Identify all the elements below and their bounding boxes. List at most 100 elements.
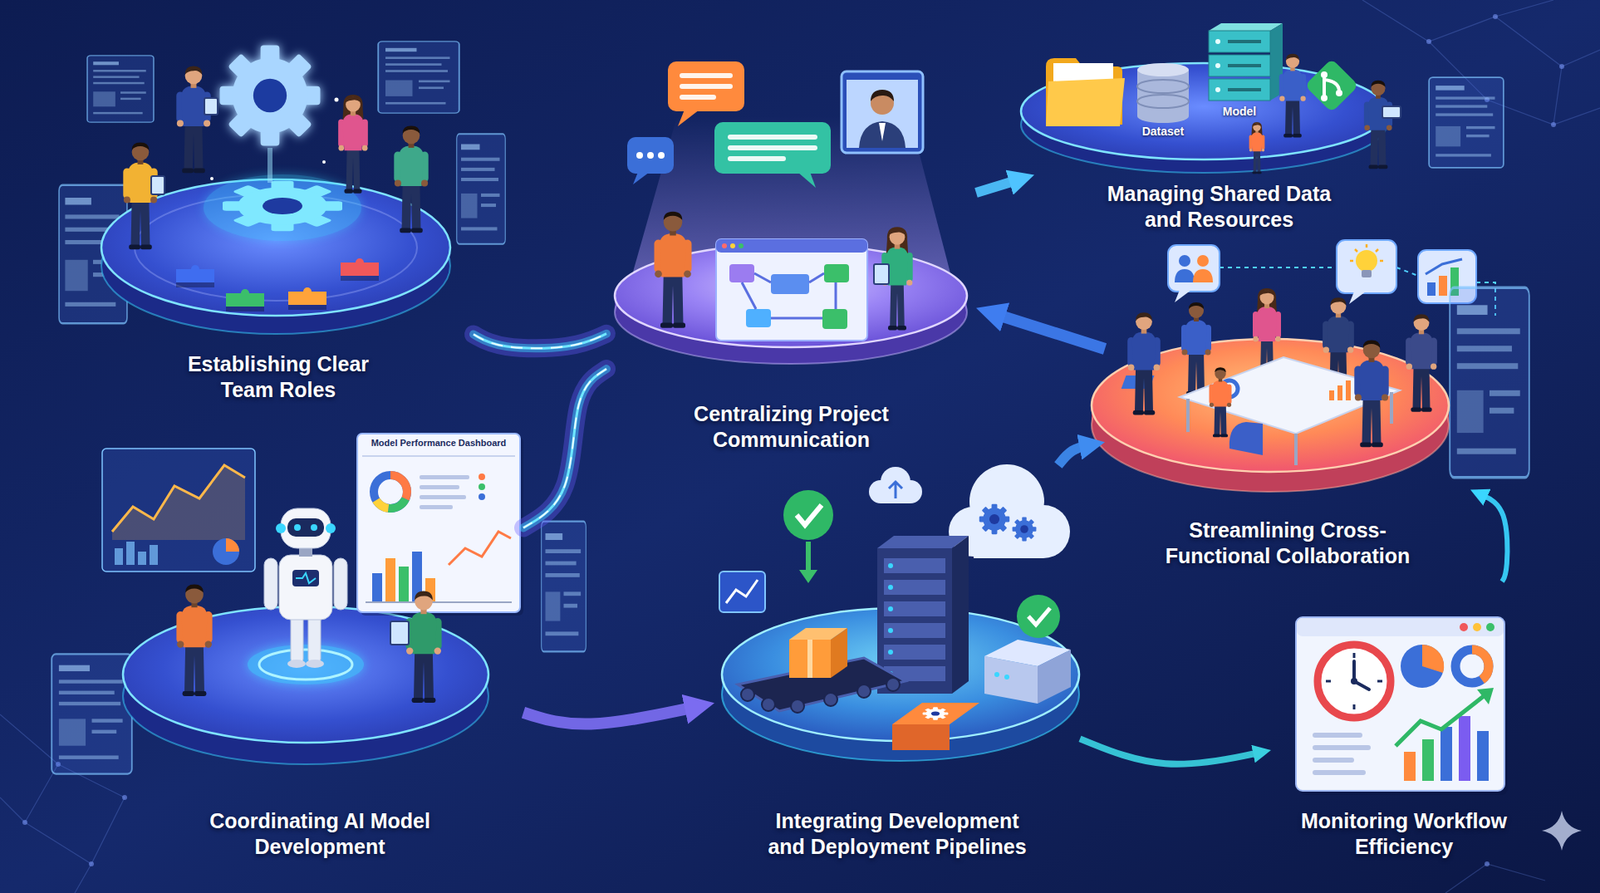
collaboration-illustration <box>1127 312 1161 415</box>
collaboration-illustration <box>1396 267 1419 276</box>
platform-node: Establishing Clear Team Roles <box>83 33 474 408</box>
pipelines-illustration <box>984 656 1038 704</box>
communication-illustration <box>636 152 665 159</box>
ai-illustration <box>373 475 408 509</box>
background <box>1559 63 1565 69</box>
ai-illustration <box>112 465 246 540</box>
monitoring-illustration <box>1395 696 1484 747</box>
collaboration-illustration <box>1349 291 1366 305</box>
ai-illustration <box>405 591 442 703</box>
communication-illustration <box>809 273 825 283</box>
collaboration-illustration <box>1294 433 1298 466</box>
collaboration-illustration <box>1354 339 1389 447</box>
monitoring-illustration <box>1458 716 1471 781</box>
communication-illustration <box>738 243 744 249</box>
ai-illustration <box>225 538 240 552</box>
communication-illustration <box>721 243 727 249</box>
ai-illustration <box>287 518 324 537</box>
background <box>1492 14 1498 20</box>
ai-illustration <box>448 531 511 565</box>
pipelines-illustration <box>883 644 946 660</box>
ai-illustration <box>247 644 364 685</box>
data-illustration <box>1045 78 1125 127</box>
roles-illustration <box>151 176 165 195</box>
monitoring-illustration <box>1459 623 1468 632</box>
ai-illustration <box>212 538 240 565</box>
background <box>1362 0 1600 67</box>
ai-illustration <box>373 475 408 509</box>
ai-illustration <box>112 465 246 532</box>
pipelines-illustration <box>1004 674 1010 680</box>
monitoring-illustration <box>1541 810 1582 851</box>
platform-node: Monitoring Workflow Efficiency <box>1271 581 1537 864</box>
ai-illustration <box>308 614 321 663</box>
data-illustration <box>1137 79 1189 94</box>
communication-illustration <box>841 71 923 153</box>
ai-illustration <box>292 569 320 587</box>
monitoring-illustration <box>1403 751 1416 781</box>
communication-illustration <box>657 152 665 159</box>
pipelines-illustration <box>789 639 831 678</box>
platform-label: Centralizing Project Communication <box>683 401 900 452</box>
communication-illustration <box>741 282 756 310</box>
monitoring-illustration <box>1486 623 1495 632</box>
data-illustration <box>1304 58 1359 113</box>
ai-illustration <box>287 659 306 668</box>
roles-illustration <box>222 181 343 231</box>
collaboration-illustration <box>1345 380 1351 401</box>
collaboration-illustration <box>1354 249 1358 252</box>
communication-illustration <box>870 89 894 102</box>
pipelines-illustration <box>830 628 848 678</box>
ai-illustration <box>114 541 158 565</box>
edge-glow <box>473 333 607 349</box>
data-illustration <box>1215 39 1221 45</box>
ai-illustration <box>478 493 486 501</box>
flow-arrow <box>1079 738 1261 764</box>
roles-illustration <box>393 125 428 233</box>
roles-illustration <box>225 289 265 312</box>
pipelines-illustration <box>796 505 822 526</box>
monitoring-illustration <box>1477 731 1489 781</box>
pipelines-illustration <box>883 558 946 682</box>
flow-arrow <box>976 179 1020 193</box>
communication-illustration <box>614 61 967 364</box>
collaboration-illustration <box>1186 398 1190 432</box>
edge-layer <box>473 179 1507 765</box>
data-illustration <box>1227 88 1262 92</box>
data-illustration <box>1208 23 1283 31</box>
roles-illustration <box>58 41 506 334</box>
platform-label: Integrating Development and Deployment P… <box>764 808 1031 859</box>
platform-label: Coordinating AI Model Development <box>199 808 441 859</box>
roles-illustration <box>176 265 215 288</box>
ai-illustration <box>373 475 408 509</box>
ai-illustration <box>51 653 133 774</box>
collaboration-illustration <box>1361 269 1372 278</box>
model-label: Model <box>1222 104 1257 118</box>
ai-illustration <box>305 659 324 668</box>
ai-illustration <box>419 485 460 490</box>
edge-glow <box>473 333 607 349</box>
collaboration-illustration <box>1349 260 1354 263</box>
pipelines-illustration <box>888 649 894 655</box>
platform-label: Streamlining Cross-Functional Collaborat… <box>1158 517 1417 569</box>
monitoring-illustration <box>1440 726 1453 781</box>
monitoring-illustration <box>1325 652 1383 710</box>
edge-glow-layer <box>473 333 607 529</box>
pipelines-illustration <box>799 569 818 584</box>
flow-arrow <box>1480 494 1507 582</box>
ai-illustration <box>390 621 409 645</box>
pipelines-illustration <box>824 692 838 707</box>
data-illustration <box>1227 63 1262 68</box>
data-illustration <box>1320 71 1343 102</box>
data-illustration <box>1020 23 1504 174</box>
collaboration-illustration <box>1425 259 1463 275</box>
monitoring-illustration <box>1477 687 1494 705</box>
pipelines-illustration <box>1037 649 1071 704</box>
collaboration-illustration <box>1427 282 1436 296</box>
monitoring-illustration <box>1422 739 1434 781</box>
pipelines-illustration <box>886 677 900 692</box>
collaboration-illustration <box>1229 422 1263 456</box>
ai-illustration <box>51 433 586 775</box>
data-illustration <box>1137 109 1189 123</box>
pipelines-illustration <box>790 699 805 713</box>
